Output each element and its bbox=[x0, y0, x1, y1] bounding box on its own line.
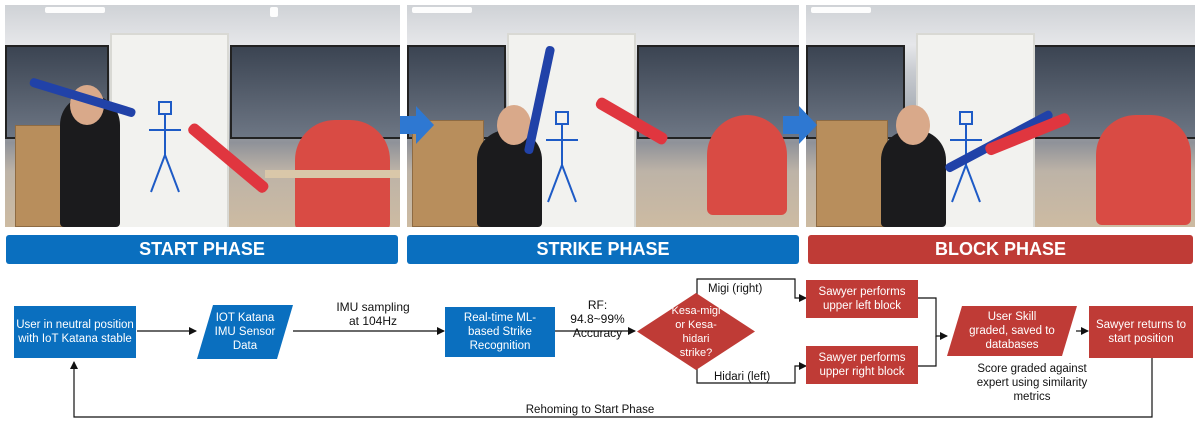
strike-phase-banner: STRIKE PHASE bbox=[407, 235, 799, 264]
score-note-label: Score graded against expert using simila… bbox=[976, 363, 1088, 403]
start-phase-photo bbox=[5, 5, 400, 227]
sawyer-returns-node: Sawyer returns to start position bbox=[1089, 306, 1193, 358]
user-neutral-node: User in neutral position with IoT Katana… bbox=[14, 306, 136, 358]
skill-graded-label: User Skill graded, saved to databases bbox=[969, 311, 1055, 351]
hidari-label: Hidari (left) bbox=[714, 371, 771, 383]
upper-right-block-node: Sawyer performs upper right block bbox=[806, 346, 918, 384]
transition-arrow-icon bbox=[400, 106, 434, 144]
rehoming-label: Rehoming to Start Phase bbox=[525, 404, 655, 416]
strike-decision-node: Kesa-migi or Kesa-hidari strike? bbox=[637, 293, 755, 370]
imu-sampling-label: IMU sampling at 104Hz bbox=[336, 300, 410, 328]
skill-graded-node: User Skill graded, saved to databases bbox=[947, 306, 1077, 356]
block-phase-photo bbox=[806, 5, 1195, 227]
transition-arrow-icon bbox=[783, 106, 817, 144]
block-phase-banner: BLOCK PHASE bbox=[808, 235, 1193, 264]
ml-recognition-node: Real-time ML-based Strike Recognition bbox=[445, 307, 555, 357]
imu-data-node: IOT Katana IMU Sensor Data bbox=[197, 305, 293, 359]
start-phase-banner: START PHASE bbox=[6, 235, 398, 264]
strike-phase-photo bbox=[407, 5, 799, 227]
migi-label: Migi (right) bbox=[708, 283, 763, 295]
imu-data-label: IOT Katana IMU Sensor Data bbox=[214, 312, 276, 352]
upper-left-block-node: Sawyer performs upper left block bbox=[806, 280, 918, 318]
accuracy-label: RF: 94.8~99% Accuracy bbox=[570, 298, 625, 340]
strike-decision-label: Kesa-migi or Kesa-hidari strike? bbox=[671, 304, 721, 359]
